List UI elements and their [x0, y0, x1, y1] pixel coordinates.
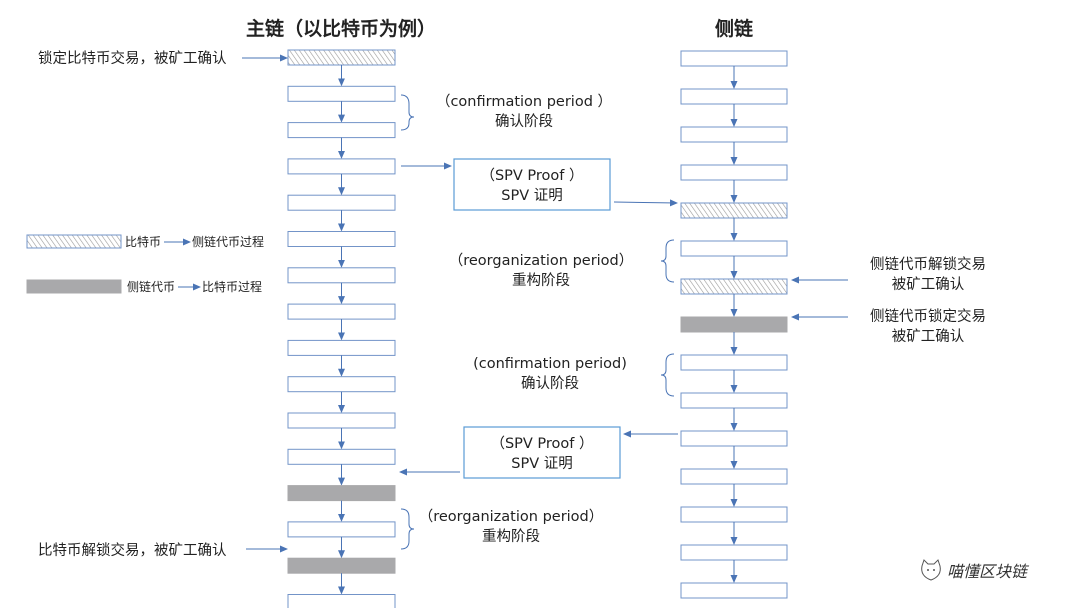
spv-box-1-en: （SPV Proof ）: [480, 167, 583, 184]
side-unlock-line2: 被矿工确认: [892, 276, 965, 293]
main-chain-block-normal: [287, 412, 396, 429]
spv-box-2-cn: SPV 证明: [511, 455, 572, 472]
side-chain-block-normal: [680, 126, 788, 143]
side-unlock-line1: 侧链代币解锁交易: [870, 255, 986, 273]
main-chain-block-normal: [287, 194, 396, 211]
main-chain-block-normal: [287, 303, 396, 320]
main-chain-block-gray: [287, 557, 396, 574]
legend-item2-to: 比特币过程: [202, 279, 262, 294]
side-chain-block-normal: [680, 430, 788, 447]
main-chain-block-normal: [287, 85, 396, 102]
side-chain-block-normal: [680, 544, 788, 561]
cat-icon: [921, 559, 941, 581]
spv-box-2: [463, 426, 621, 479]
legend-item1-from: 比特币: [125, 234, 161, 249]
main-chain-block-normal: [287, 594, 396, 608]
side-chain-block-normal: [680, 164, 788, 181]
side-lock-line2: 被矿工确认: [892, 328, 965, 345]
watermark-text: 喵懂区块链: [947, 562, 1030, 581]
side-chain-title: 侧链: [715, 17, 753, 40]
side-reorg-cn: 重构阶段: [512, 272, 570, 289]
legend: 比特币 侧链代币过程 侧链代币 比特币过程: [26, 234, 264, 294]
watermark: 喵懂区块链: [921, 559, 1030, 581]
side-reorg-brace: [660, 239, 675, 283]
spv-box-1: [453, 158, 611, 211]
side-chain: [680, 50, 788, 599]
side-chain-block-hatched: [680, 278, 788, 295]
main-reorg-en: （reorganization period）: [419, 508, 604, 525]
main-confirmation-cn: 确认阶段: [495, 113, 553, 130]
main-reorg-cn: 重构阶段: [482, 528, 540, 545]
side-chain-block-normal: [680, 468, 788, 485]
side-chain-block-normal: [680, 354, 788, 371]
main-reorg-brace: [400, 508, 415, 550]
main-chain-block-normal: [287, 448, 396, 465]
main-chain: [287, 49, 396, 608]
main-chain-block-normal: [287, 376, 396, 393]
legend-item2-from: 侧链代币: [127, 279, 175, 294]
legend-item1-to: 侧链代币过程: [192, 234, 264, 249]
main-confirmation-brace: [400, 94, 415, 131]
side-chain-block-normal: [680, 506, 788, 523]
main-chain-block-normal: [287, 267, 396, 284]
side-chain-block-gray: [680, 316, 788, 333]
side-reorg-en: （reorganization period）: [449, 252, 634, 269]
legend-gray-swatch: [26, 279, 122, 294]
side-chain-block-normal: [680, 240, 788, 257]
side-chain-block-normal: [680, 392, 788, 409]
main-confirmation-en: （confirmation period ）: [436, 93, 612, 110]
main-chain-block-hatched: [287, 49, 396, 66]
side-confirmation-en: (confirmation period): [473, 356, 627, 372]
main-chain-block-normal: [287, 158, 396, 175]
legend-hatched-swatch: [26, 234, 122, 249]
side-chain-block-normal: [680, 582, 788, 599]
main-chain-block-normal: [287, 122, 396, 139]
main-chain-title: 主链（以比特币为例）: [246, 17, 436, 40]
side-chain-block-normal: [680, 88, 788, 105]
spv1-out-arrow: [613, 199, 678, 207]
main-chain-block-normal: [287, 231, 396, 247]
lock-btc-note: 锁定比特币交易，被矿工确认: [38, 49, 227, 67]
side-confirmation-brace: [660, 353, 675, 397]
main-chain-block-normal: [287, 339, 396, 356]
spv-box-1-cn: SPV 证明: [501, 187, 562, 204]
side-chain-block-normal: [680, 50, 788, 67]
unlock-btc-note: 比特币解锁交易，被矿工确认: [38, 541, 227, 559]
side-confirmation-cn: 确认阶段: [521, 375, 579, 392]
main-chain-block-normal: [287, 521, 396, 538]
side-chain-block-hatched: [680, 202, 788, 219]
main-chain-block-gray: [287, 485, 396, 502]
spv-box-2-en: （SPV Proof ）: [490, 435, 593, 452]
side-lock-line1: 侧链代币锁定交易: [870, 307, 986, 325]
